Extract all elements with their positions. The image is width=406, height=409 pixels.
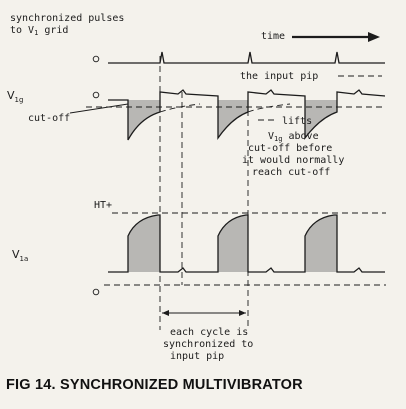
- each-cycle-label-line3: input pip: [170, 351, 224, 362]
- lifts-label: lifts: [282, 116, 312, 127]
- cut-off-label: cut-off: [28, 113, 70, 124]
- grid-natural-curve-1: [159, 103, 201, 113]
- v1g-above-label-line1: V1g above: [268, 131, 319, 143]
- sync-pulses-label-line2: to V1 grid: [10, 25, 68, 37]
- anode-shade-3: [305, 215, 337, 272]
- pulse-origin-circle-icon: [92, 55, 100, 63]
- each-cycle-label-line2: synchronized to: [163, 339, 253, 350]
- each-cycle-label-line1: each cycle is: [170, 327, 248, 338]
- anode-waveform-trace: [108, 214, 385, 273]
- period-dimension-arrow-icon: [162, 310, 246, 316]
- v1g-label: V1g: [7, 89, 23, 104]
- sync-pulse-trace: [108, 51, 385, 64]
- v1g-above-label-line2: cut-off before: [248, 143, 332, 154]
- v1g-above-label-line3: it would normally: [242, 155, 344, 166]
- anode-shade-2: [218, 215, 248, 272]
- figure-caption: FIG 14. SYNCHRONIZED MULTIVIBRATOR: [6, 377, 303, 393]
- time-label: time: [261, 31, 285, 42]
- input-pip-label: the input pip: [240, 71, 318, 82]
- anode-shade-1: [128, 215, 160, 272]
- v1g-above-label-line4: reach cut-off: [252, 167, 330, 178]
- v1a-label: V1a: [12, 248, 28, 263]
- grid-shade-2: [218, 100, 248, 138]
- grid-shade-3: [305, 100, 337, 138]
- grid-waveform-trace: [108, 89, 386, 141]
- sync-pulses-label-line1: synchronized pulses: [10, 13, 124, 24]
- grid-origin-circle-icon: [92, 91, 100, 99]
- anode-origin-circle-icon: [92, 288, 100, 296]
- time-arrow-icon: [292, 32, 380, 42]
- cut-off-leader-line: [69, 103, 129, 114]
- grid-natural-curve-2: [247, 103, 291, 113]
- ht-plus-label: HT+: [94, 200, 112, 211]
